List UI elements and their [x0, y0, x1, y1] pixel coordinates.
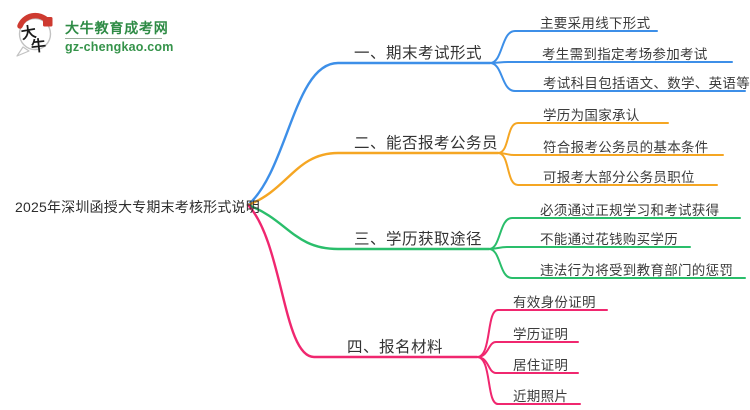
- branch-1-leaf-3: 考试科目包括语文、数学、英语等: [543, 76, 750, 91]
- logo-char-niu: 牛: [30, 36, 47, 55]
- branch-3-leaf-3: 违法行为将受到教育部门的惩罚: [540, 263, 734, 278]
- branch-1-leaf-2: 考生需到指定考场参加考试: [542, 47, 708, 62]
- site-logo: 大 牛 大牛教育成考网 gz-chengkao.com: [14, 10, 174, 58]
- logo-char-da: 大: [20, 23, 38, 43]
- branch-2-link: [246, 151, 500, 207]
- branch-2-leaf-3-link: [497, 152, 718, 186]
- branch-2-leaf-1: 学历为国家承认: [543, 108, 640, 123]
- site-domain: gz-chengkao.com: [65, 40, 174, 54]
- branch-2-leaf-3: 可报考大部分公务员职位: [543, 170, 695, 185]
- branch-4-link: [246, 203, 479, 359]
- logo-seal: [43, 17, 53, 27]
- branch-4-leaf-3: 居住证明: [513, 358, 569, 373]
- branch-3-leaf-3-link: [488, 248, 746, 279]
- logo-divider: [65, 38, 162, 39]
- site-name: 大牛教育成考网: [65, 20, 169, 36]
- branch-3-title: 三、学历获取途径: [354, 231, 483, 248]
- branch-2-leaf-1-link: [497, 122, 669, 154]
- branch-4-leaf-2: 学历证明: [513, 327, 569, 342]
- branch-1-leaf-1: 主要采用线下形式: [540, 16, 651, 31]
- branch-1-link: [246, 61, 492, 207]
- branch-1-leaf-3-link: [489, 62, 746, 92]
- branch-2-title: 二、能否报考公务员: [354, 135, 499, 152]
- branch-4-title: 四、报名材料: [347, 339, 444, 356]
- branch-3-leaf-2: 不能通过花钱购买学历: [540, 232, 678, 247]
- branch-4-leaf-1: 有效身份证明: [513, 295, 596, 310]
- branch-3-leaf-1: 必须通过正规学习和考试获得: [540, 203, 720, 218]
- branch-4-leaf-4-link: [476, 356, 581, 405]
- logo-text-block: 大牛教育成考网 gz-chengkao.com: [65, 20, 174, 54]
- branch-1-leaf-1-link: [489, 30, 658, 64]
- branch-3-link: [246, 203, 491, 251]
- logo-bubble-icon: 大 牛: [16, 12, 53, 57]
- branch-4-leaf-4: 近期照片: [513, 389, 569, 404]
- root-node: 2025年深圳函授大专期末考核形式说明: [15, 199, 260, 215]
- branch-2-leaf-2: 符合报考公务员的基本条件: [543, 140, 709, 155]
- branch-1-title: 一、期末考试形式: [354, 45, 483, 62]
